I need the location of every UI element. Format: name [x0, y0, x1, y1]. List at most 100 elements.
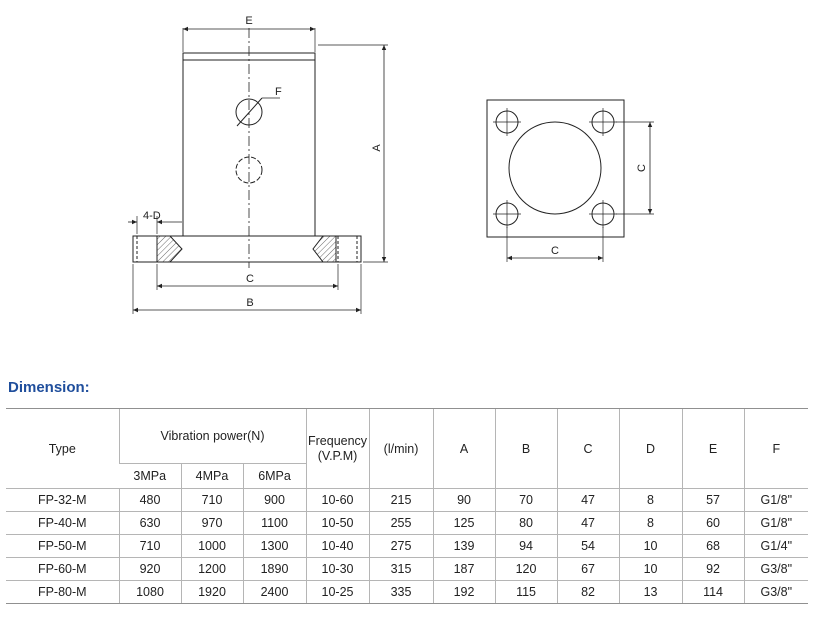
cell-frequency: 10-50 [305, 511, 370, 535]
cell-b: 80 [494, 511, 558, 535]
header-d: D [618, 408, 683, 489]
hole-section-left [156, 235, 183, 263]
table-row: FP-40-M 630 970 1100 10-50 255 125 80 47… [6, 511, 809, 535]
port-upper [235, 98, 263, 126]
cell-d: 10 [618, 557, 683, 581]
cell-type: FP-60-M [6, 557, 119, 581]
header-type: Type [6, 408, 119, 489]
cell-a: 187 [432, 557, 496, 581]
label-a: A [371, 144, 383, 152]
cell-4mpa: 710 [180, 488, 243, 512]
cell-b: 120 [494, 557, 558, 581]
port-lower [235, 156, 263, 184]
cell-d: 8 [618, 511, 683, 535]
label-c-vertical: C [636, 164, 648, 172]
dimension-table: Type Vibration power(N) Frequency(V.P.M)… [6, 408, 809, 604]
cell-3mpa: 1080 [118, 580, 181, 604]
header-3mpa: 3MPa [119, 463, 181, 489]
cell-4mpa: 970 [180, 511, 243, 535]
cell-e: 60 [681, 511, 745, 535]
cell-3mpa: 630 [118, 511, 181, 535]
top-hole-tl [493, 108, 521, 136]
top-hole-tr [589, 108, 617, 136]
top-bore [508, 121, 602, 215]
cell-f: G3/8" [743, 580, 809, 604]
cell-consumption: 275 [368, 534, 434, 558]
cell-frequency: 10-30 [305, 557, 370, 581]
cell-6mpa: 1300 [242, 534, 307, 558]
cell-frequency: 10-25 [305, 580, 370, 604]
cell-3mpa: 710 [118, 534, 181, 558]
header-row: Type Vibration power(N) Frequency(V.P.M)… [6, 408, 809, 489]
table-row: FP-32-M 480 710 900 10-60 215 90 70 47 8… [6, 488, 809, 512]
subheader-row: 3MPa 4MPa 6MPa [6, 463, 808, 489]
top-hole-bl [493, 200, 521, 228]
header-f: F [743, 408, 809, 489]
cell-f: G1/8" [743, 488, 809, 512]
header-frequency-line1: Frequency [308, 433, 368, 448]
cell-c: 54 [556, 534, 620, 558]
hole-section-right [312, 235, 337, 263]
header-vibration-power: Vibration power(N) [118, 408, 307, 464]
cell-d: 13 [618, 580, 683, 604]
cell-a: 125 [432, 511, 496, 535]
cell-d: 10 [618, 534, 683, 558]
base-flange [132, 235, 362, 263]
cell-f: G1/4" [743, 534, 809, 558]
header-a: A [432, 408, 496, 489]
label-b: B [246, 297, 253, 309]
header-frequency-line2: (V.P.M) [317, 448, 358, 463]
technical-drawing: E A F 4-D C B [128, 15, 654, 314]
cell-type: FP-50-M [6, 534, 119, 558]
cell-consumption: 215 [368, 488, 434, 512]
top-plate [486, 99, 625, 238]
top-view [486, 99, 654, 262]
cell-f: G3/8" [743, 557, 809, 581]
cell-type: FP-80-M [6, 580, 119, 604]
cell-frequency: 10-40 [305, 534, 370, 558]
cell-a: 90 [432, 488, 496, 512]
label-f: F [275, 86, 282, 98]
cell-6mpa: 900 [242, 488, 307, 512]
cell-6mpa: 1890 [242, 557, 307, 581]
cell-e: 92 [681, 557, 745, 581]
cell-e: 68 [681, 534, 745, 558]
cell-4mpa: 1200 [180, 557, 243, 581]
cell-consumption: 315 [368, 557, 434, 581]
cell-consumption: 335 [368, 580, 434, 604]
cell-3mpa: 920 [118, 557, 181, 581]
cell-3mpa: 480 [118, 488, 181, 512]
front-view [128, 26, 388, 314]
cell-f: G1/8" [743, 511, 809, 535]
cell-4mpa: 1000 [180, 534, 243, 558]
cell-6mpa: 2400 [242, 580, 307, 604]
cell-c: 67 [556, 557, 620, 581]
cell-a: 192 [432, 580, 496, 604]
header-b: B [494, 408, 558, 489]
cell-c: 47 [556, 511, 620, 535]
header-e: E [681, 408, 745, 489]
header-6mpa: 6MPa [242, 463, 307, 489]
cell-a: 139 [432, 534, 496, 558]
cell-4mpa: 1920 [180, 580, 243, 604]
cell-b: 94 [494, 534, 558, 558]
cell-b: 70 [494, 488, 558, 512]
cell-b: 115 [494, 580, 558, 604]
cell-type: FP-32-M [6, 488, 119, 512]
cell-consumption: 255 [368, 511, 434, 535]
label-e: E [245, 15, 252, 27]
header-4mpa: 4MPa [180, 463, 243, 489]
cell-c: 82 [556, 580, 620, 604]
header-frequency: Frequency(V.P.M) [305, 408, 370, 489]
cell-type: FP-40-M [6, 511, 119, 535]
section-title: Dimension: [8, 379, 90, 396]
cell-d: 8 [618, 488, 683, 512]
cell-frequency: 10-60 [305, 488, 370, 512]
table-row: FP-80-M 1080 1920 2400 10-25 335 192 115… [6, 580, 809, 604]
cell-6mpa: 1100 [242, 511, 307, 535]
header-consumption: (l/min) [368, 408, 434, 489]
table-row: FP-60-M 920 1200 1890 10-30 315 187 120 … [6, 557, 809, 581]
cell-c: 47 [556, 488, 620, 512]
top-hole-br [589, 200, 617, 228]
table-row: FP-50-M 710 1000 1300 10-40 275 139 94 5… [6, 534, 809, 558]
